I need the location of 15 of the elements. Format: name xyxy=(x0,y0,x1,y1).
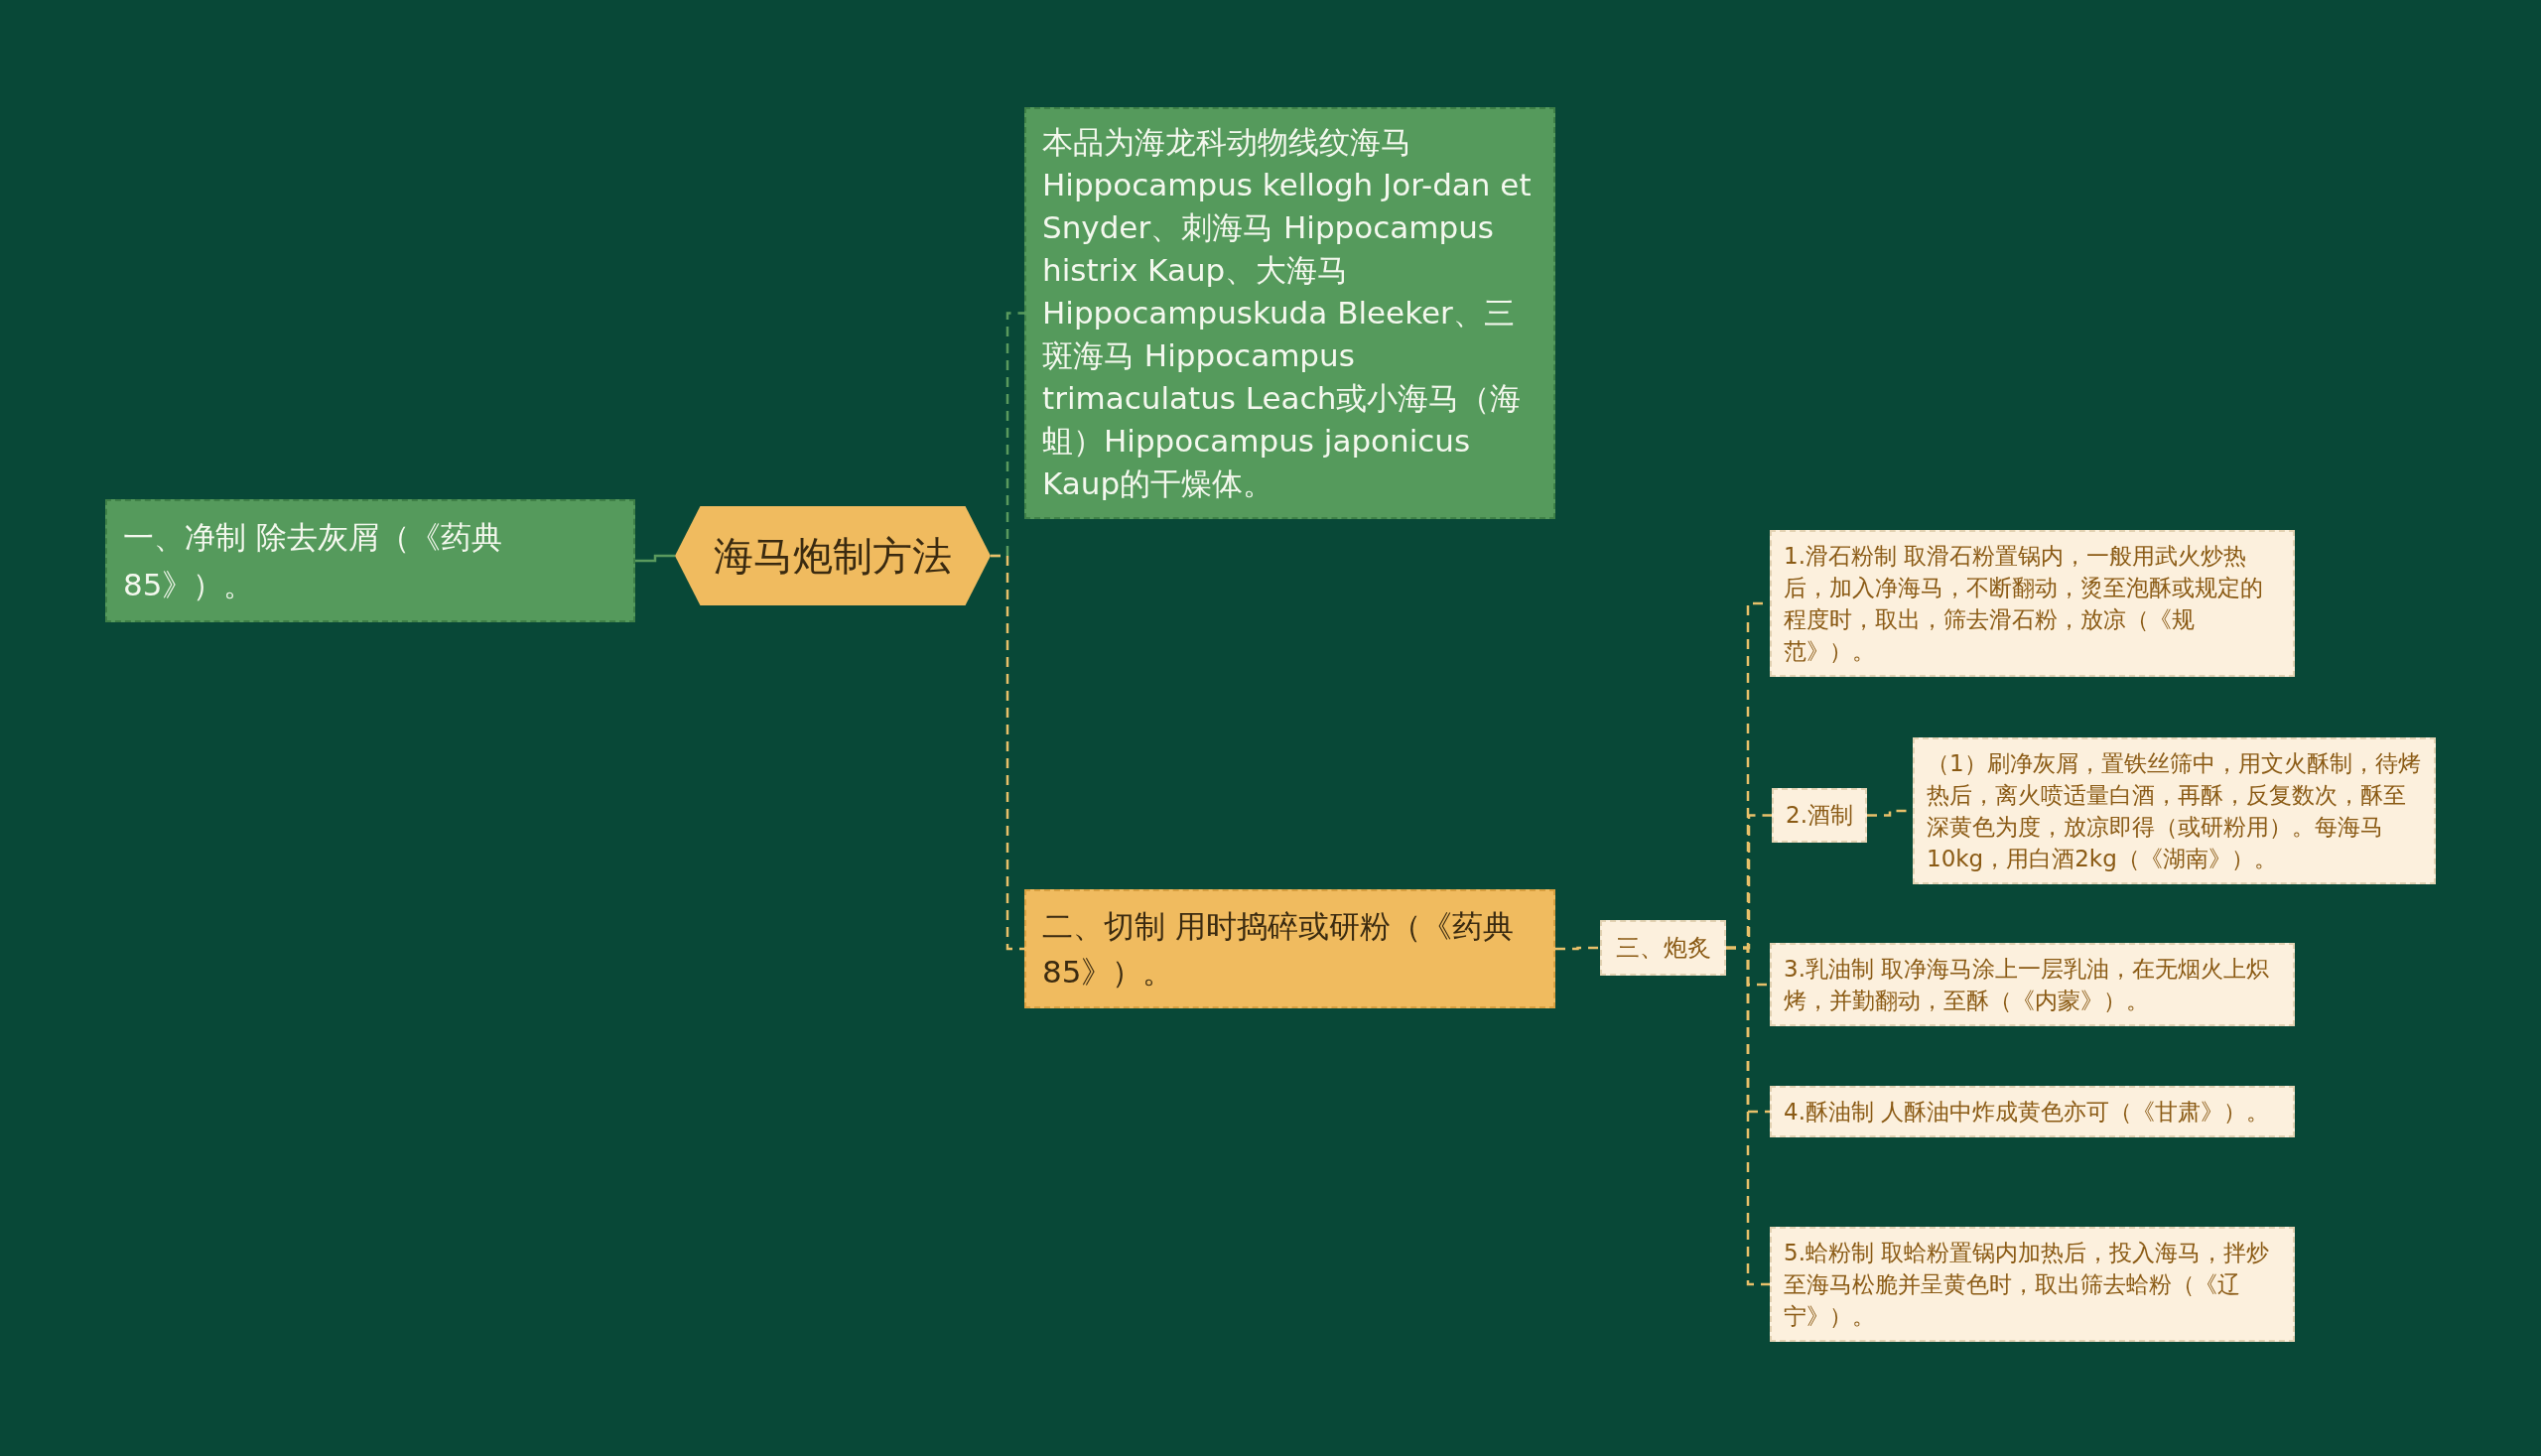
root-topic: 海马炮制方法 xyxy=(675,506,991,605)
subtopic-box: 1.滑石粉制 取滑石粉置锅内，一般用武火炒热后，加入净海马，不断翻动，烫至泡酥或规定的程度时，取出，筛去滑石粉，放凉（《规范》）。 xyxy=(1770,530,2295,677)
subtopic-box: 5.蛤粉制 取蛤粉置锅内加热后，投入海马，拌炒至海马松脆并呈黄色时，取出筛去蛤粉（《辽宁》）。 xyxy=(1770,1227,2295,1342)
subtopic-box: 三、炮炙 xyxy=(1600,920,1726,976)
topic-box: 本品为海龙科动物线纹海马 Hippocampus kellogh Jor-dan et Snyder、刺海马 Hippocampus histrix Kaup、大海马 Hippocampuskuda Bleeker、三斑海马 Hippocampus trimaculatus Leach或小海马（海蛆）Hippocampus japonicus Kaup的干燥体。 xyxy=(1024,107,1555,519)
connector-line xyxy=(1555,946,1600,951)
subtopic-box: 4.酥油制 人酥油中炸成黄色亦可（《甘肃》）。 xyxy=(1770,1086,2295,1137)
topic-box: 一、净制 除去灰屑（《药典85》）。 xyxy=(105,499,635,622)
subtopic-box: 2.酒制 xyxy=(1772,788,1867,843)
connector-line xyxy=(635,554,675,563)
subtopic-box: 3.乳油制 取净海马涂上一层乳油，在无烟火上炽烤，并勤翻动，至酥（《内蒙》）。 xyxy=(1770,943,2295,1026)
connector-line xyxy=(1726,946,1770,1286)
subtopic-box: （1）刷净灰屑，置铁丝筛中，用文火酥制，待烤热后，离火喷适量白酒，再酥，反复数次，酥至深黄色为度，放凉即得（或研粉用）。每海马10kg，用白酒2kg（《湖南》）。 xyxy=(1913,737,2436,884)
topic-box: 二、切制 用时捣碎或研粉（《药典85》）。 xyxy=(1024,889,1555,1008)
connector-line xyxy=(991,554,1024,951)
